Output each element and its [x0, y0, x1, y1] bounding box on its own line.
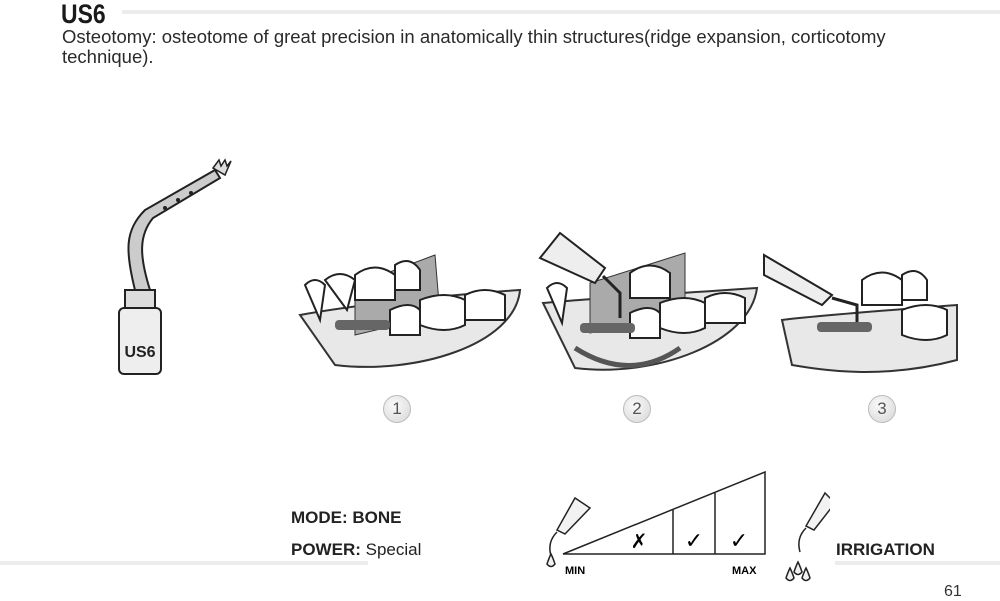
page-number: 61 [944, 583, 962, 600]
power-value: Special [365, 540, 422, 559]
power-scale: ✗ ✓ ✓ MIN MAX [546, 470, 766, 577]
level-1-mark: ✗ [631, 529, 648, 553]
tip-description: Osteotomy: osteotome of great precision … [62, 26, 886, 67]
step-2-illustration [538, 231, 759, 371]
step-number-2: 2 [623, 395, 651, 423]
page-title: US6 [61, 0, 106, 29]
level-2-mark: ✓ [685, 529, 703, 554]
power-setting: POWER: Special [291, 540, 421, 560]
power-label: POWER: [291, 540, 361, 559]
mode-label: MODE: BONE [291, 508, 402, 527]
irrigation-label: IRRIGATION [836, 540, 935, 559]
step-number-1: 1 [383, 395, 411, 423]
handpiece-min-icon [546, 496, 592, 568]
scale-max-label: MAX [732, 565, 757, 577]
level-3-mark: ✓ [730, 529, 748, 554]
step-3-illustration [763, 253, 958, 373]
footer-divider-right [835, 561, 1000, 565]
us6-tip-illustration: US6 [118, 158, 232, 375]
step-number-3: 3 [868, 395, 896, 423]
step-1-illustration [298, 254, 522, 368]
title-divider [122, 10, 1000, 14]
tip-label: US6 [124, 344, 155, 361]
footer-divider-left [0, 561, 368, 565]
handpiece-max-irrigation-icon [785, 491, 830, 582]
scale-min-label: MIN [565, 565, 585, 577]
